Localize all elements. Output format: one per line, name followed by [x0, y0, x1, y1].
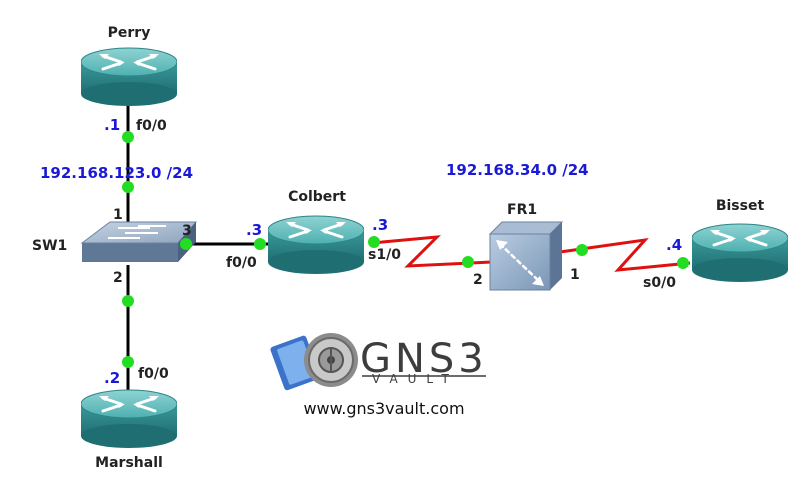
- if-colbert-f: f0/0: [226, 255, 257, 271]
- port-sw1-2: 2: [113, 270, 123, 286]
- router-marshall[interactable]: [81, 388, 177, 448]
- port-dot-sw1-3[interactable]: [180, 238, 192, 250]
- label-sw1: SW1: [32, 238, 67, 254]
- port-dots: [122, 131, 689, 368]
- network-label-wan: 192.168.34.0 /24: [446, 161, 589, 179]
- gns3-vault-logo: GNS3 VAULT www.gns3vault.com: [270, 333, 488, 418]
- if-perry: f0/0: [136, 118, 167, 134]
- port-dot-colbert-f[interactable]: [254, 238, 266, 250]
- frame-relay-switch-fr1[interactable]: [488, 221, 564, 291]
- ip-perry: .1: [104, 116, 120, 134]
- port-dot-bisset[interactable]: [677, 257, 689, 269]
- port-dot-sw1-2[interactable]: [122, 295, 134, 307]
- label-marshall: Marshall: [95, 455, 163, 471]
- network-label-lan: 192.168.123.0 /24: [40, 164, 193, 182]
- port-fr1-1: 1: [570, 267, 580, 283]
- ip-colbert-s: .3: [372, 216, 388, 234]
- if-bisset: s0/0: [643, 275, 676, 291]
- router-bisset[interactable]: [692, 222, 788, 282]
- label-colbert: Colbert: [288, 189, 346, 205]
- link-colbert-fr1: [371, 235, 493, 268]
- serial-links: [371, 235, 691, 272]
- port-dot-fr1-1[interactable]: [576, 244, 588, 256]
- router-perry[interactable]: [81, 46, 177, 106]
- ip-bisset: .4: [666, 236, 682, 254]
- logo-name: GNS3: [360, 336, 488, 382]
- port-dot-colbert-s[interactable]: [368, 236, 380, 248]
- router-icon: [81, 46, 177, 106]
- port-sw1-3: 3: [182, 223, 192, 239]
- logo-url[interactable]: www.gns3vault.com: [303, 399, 464, 418]
- logo-sub: VAULT: [372, 372, 459, 386]
- port-sw1-1: 1: [113, 207, 123, 223]
- label-perry: Perry: [108, 25, 151, 41]
- switch-sw1[interactable]: [80, 221, 198, 262]
- router-icon: [692, 222, 788, 282]
- port-dot-fr1-2[interactable]: [462, 256, 474, 268]
- port-dot-marshall[interactable]: [122, 356, 134, 368]
- switch-front-icon: [82, 243, 178, 262]
- router-icon: [268, 214, 364, 274]
- vault-disc-icon: [270, 333, 358, 391]
- ip-colbert-f: .3: [246, 221, 262, 239]
- router-icon: [81, 388, 177, 448]
- link-fr1-bisset: [559, 237, 691, 272]
- router-colbert[interactable]: [268, 214, 364, 274]
- port-fr1-2: 2: [473, 272, 483, 288]
- port-dot-perry[interactable]: [122, 131, 134, 143]
- ip-marshall: .2: [104, 369, 120, 387]
- if-colbert-s: s1/0: [368, 247, 401, 263]
- if-marshall: f0/0: [138, 366, 169, 382]
- label-bisset: Bisset: [716, 198, 765, 214]
- label-fr1: FR1: [507, 202, 537, 218]
- port-dot-sw1-1[interactable]: [122, 181, 134, 193]
